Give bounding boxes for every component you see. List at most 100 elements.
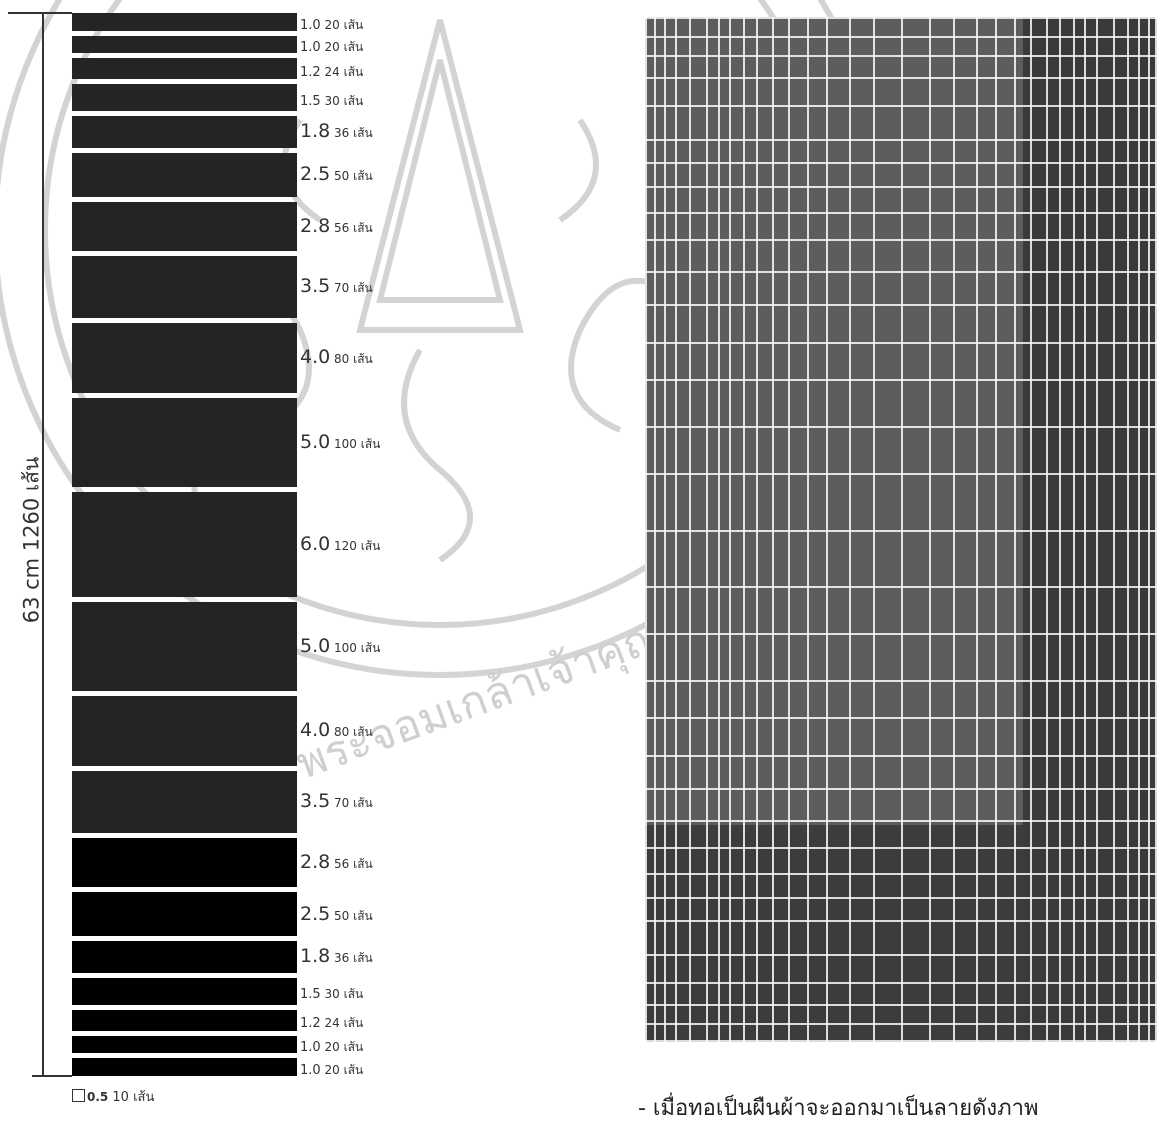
stripe-label-5: 1.8 36 เส้น [300,120,373,143]
stripe-19 [72,1009,297,1031]
fabric-light-panel [645,17,1023,825]
stripe-label-3: 1.2 24 เส้น [300,61,363,82]
stripe-width: 5.0 [300,634,331,657]
fabric-warp-line [1029,17,1032,1042]
stripe-width: 1.2 [300,64,321,80]
stripe-13 [72,695,297,767]
stripe-width: 1.2 [300,1016,321,1032]
stripe-9 [72,322,297,394]
stripe-16 [72,892,297,937]
fabric-warp-line [1059,17,1062,1042]
scale-label: 63 cm 1260 เส้น [19,456,44,624]
stripe-width: 1.0 [300,40,321,56]
stripe-1 [72,13,297,31]
stripe-count: 30 เส้น [320,987,364,1002]
stripe-label-7: 2.8 56 เส้น [300,215,373,238]
stripe-count: 20 เส้น [320,17,364,32]
stripe-label-9: 4.0 80 เส้น [300,346,373,369]
stripe-21 [72,1058,297,1076]
scale-top-tick [8,12,72,14]
stripe-label-14: 3.5 70 เส้น [300,790,373,813]
stripe-count: 100 เส้น [330,436,381,451]
scale-bottom-tick [32,1075,72,1077]
stripe-count: 36 เส้น [330,125,373,140]
stripe-15 [72,837,297,888]
stripe-width: 4.0 [300,346,331,369]
caption: - เมื่อทอเป็นผืนผ้าจะออกมาเป็นลายดังภาพ [638,1096,1039,1121]
stripe-label-21: 1.0 20 เส้น [300,1059,363,1080]
fabric-warp-line [1084,17,1087,1042]
stripe-count: 20 เส้น [320,40,364,55]
stripe-count: 120 เส้น [330,538,381,553]
stripe-6 [72,152,297,197]
stripe-width: 1.0 [300,17,321,33]
stripe-12 [72,602,297,691]
stripe-8 [72,256,297,318]
stripe-count: 70 เส้น [330,796,373,811]
stripe-7 [72,201,297,252]
stripe-width: 4.0 [300,719,331,742]
stripe-label-20: 1.0 20 เส้น [300,1036,363,1057]
stripe-label-18: 1.5 30 เส้น [300,983,363,1004]
stripe-count: 24 เส้น [320,1016,364,1031]
stripe-count: 56 เส้น [330,856,373,871]
stripe-width: 1.0 [300,1040,321,1056]
stripe-label-15: 2.8 56 เส้น [300,851,373,874]
stripe-count: 56 เส้น [330,220,373,235]
legend-count: 10 เส้น [112,1090,155,1105]
fabric-warp-line [952,17,955,1042]
stripe-count: 20 เส้น [320,1063,364,1078]
stripe-label-2: 1.0 20 เส้น [300,36,363,57]
stripe-width: 1.8 [300,945,331,968]
stripe-count: 50 เส้น [330,908,373,923]
stripe-width: 1.5 [300,987,321,1003]
stripe-width: 2.8 [300,214,331,237]
stripe-width: 1.5 [300,93,321,109]
stripe-label-12: 5.0 100 เส้น [300,635,380,658]
stripe-3 [72,58,297,80]
stripe-label-17: 1.8 36 เส้น [300,945,373,968]
fabric-weft-line [645,787,1157,790]
fabric-warp-line [901,17,903,1042]
stripe-11 [72,491,297,598]
fabric-weft-line [645,846,1157,849]
stripe-width: 2.5 [300,162,331,185]
stripe-width: 2.5 [300,902,331,925]
fabric-warp-line [994,17,997,1042]
stripe-5 [72,115,297,148]
stripe-width: 2.8 [300,850,331,873]
stripe-20 [72,1035,297,1054]
stripe-count: 36 เส้น [330,951,373,966]
stripe-label-1: 1.0 20 เส้น [300,14,363,35]
fabric-dark-panel-bottom [645,825,1023,1042]
stripe-4 [72,84,297,111]
stripe-count: 20 เส้น [320,1040,364,1055]
stripe-label-6: 2.5 50 เส้น [300,163,373,186]
stripe-label-10: 5.0 100 เส้น [300,431,380,454]
woven-fabric-preview [645,17,1157,1042]
scale-vertical-line [42,13,44,1076]
stripe-18 [72,978,297,1005]
stripe-label-8: 3.5 70 เส้น [300,275,373,298]
stripe-17 [72,941,297,974]
stripe-count: 30 เส้น [320,93,364,108]
stripe-label-11: 6.0 120 เส้น [300,533,380,556]
stripe-label-13: 4.0 80 เส้น [300,719,373,742]
stripe-width: 3.5 [300,790,331,813]
stripe-label-16: 2.5 50 เส้น [300,903,373,926]
stripe-label-4: 1.5 30 เส้น [300,90,363,111]
fabric-weft-line [645,896,1157,899]
stripe-count: 80 เส้น [330,725,373,740]
stripe-count: 50 เส้น [330,168,373,183]
stripe-width: 1.0 [300,1063,321,1079]
stripe-width: 5.0 [300,430,331,453]
stripe-14 [72,771,297,833]
stripe-width: 6.0 [300,532,331,555]
stripe-count: 70 เส้น [330,281,373,296]
legend: 0.5 10 เส้น [72,1086,154,1107]
stripe-count: 80 เส้น [330,352,373,367]
stripe-count: 24 เส้น [320,64,364,79]
stripe-2 [72,35,297,54]
stripe-label-19: 1.2 24 เส้น [300,1012,363,1033]
legend-swatch [72,1089,85,1102]
